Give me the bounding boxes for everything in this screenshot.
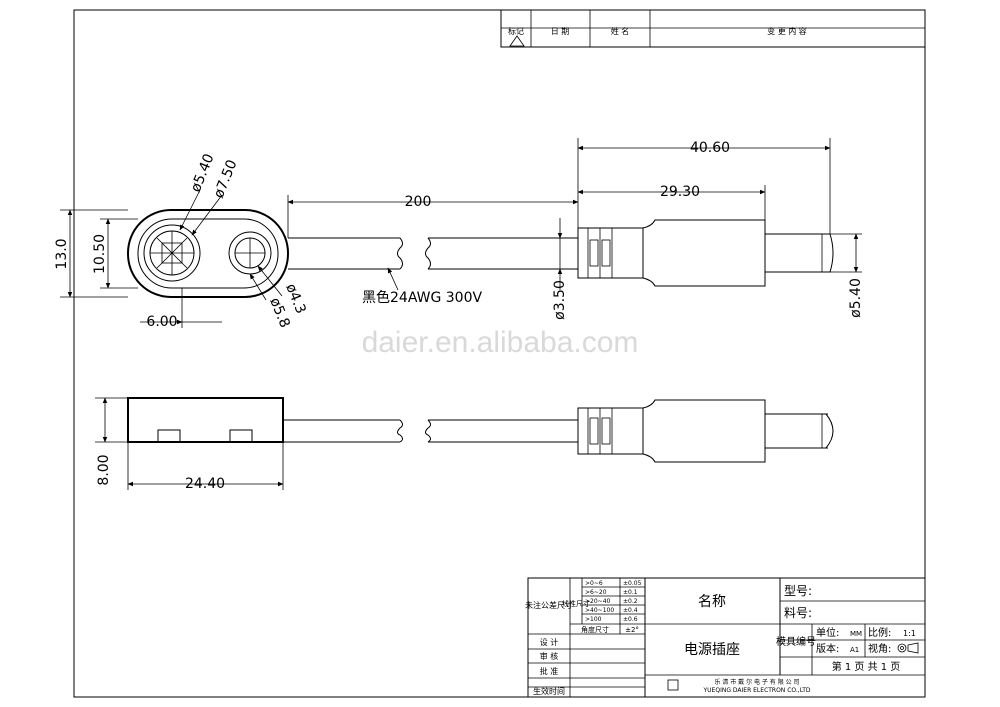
tolerance-value: ±0.4 [623,607,638,614]
scale-value: 1:1 [903,629,916,638]
revision-name-label: 姓 名 [611,26,630,36]
revision-change-label: 变 更 内 容 [767,26,807,36]
tolerance-range: >6~20 [585,589,607,596]
warning-triangle-icon [509,35,525,47]
watermark: daier.en.alibaba.com [362,326,639,359]
linear-size-header: 线性尺寸 [562,599,590,608]
plug-dimensions: 40.60 29.30 200 ø3.50 ø5.40 [287,138,864,320]
tolerance-range: >100 [585,616,602,623]
tolerance-range: >20~40 [585,598,611,605]
scale-label: 比例: [868,626,891,639]
projection-symbol-icon [897,642,919,654]
head-dimensions: 13.0 10.50 6.00 ø5.40 ø7.50 ø4.3 ø5.8 [54,152,309,330]
company-logo-icon [667,679,679,691]
dim-plug-dia: ø5.40 [848,278,864,318]
revision-date-label: 日 期 [551,27,570,36]
dim-side-height: 8.00 [96,454,112,485]
dim-cable-length: 200 [405,194,432,210]
plug-side-view [577,399,834,463]
side-dimensions: 8.00 24.40 [95,397,284,492]
dim-plug-length: 29.30 [660,184,700,200]
title-block: 未注公差尺寸 线性尺寸 >0~6 ±0.05 >6~20 ±0.1 >20~40 ±0.2… [525,577,926,698]
mold-no-label: 模具编号 [776,635,816,648]
company-name-en: YUEQING DAIER ELECTRON CO.,LTD [703,687,811,694]
dim-cable-dia: ø3.50 [552,280,568,320]
connector-head-side-view [127,397,284,443]
company-name-cn: 乐 清 市 戴 尔 电 子 有 限 公 司 [714,678,799,686]
tolerance-value: ±0.1 [623,589,638,596]
angle-tolerance: ±2° [625,626,639,634]
design-label: 设 计 [540,637,559,647]
page-count: 第 1 页 共 1 页 [832,660,901,673]
effective-date-label: 生效时间 [533,686,565,696]
unit-value: MM [850,630,862,638]
tolerance-value: ±0.6 [623,616,638,623]
revision-block: 标记 日 期 姓 名 变 更 内 容 [500,9,926,48]
cable-note: 黑色24AWG 300V [362,289,482,306]
tolerance-range: >40~100 [585,607,614,614]
review-label: 审 核 [540,651,559,661]
name-label: 名称 [698,594,726,610]
version-value: A1 [850,646,859,654]
dim-hole-dia-b: ø7.50 [211,158,241,201]
tolerance-value: ±0.2 [623,598,638,605]
cable-side-view [283,419,578,443]
tolerance-value: ±0.05 [623,580,642,587]
tolerance-range: >0~6 [585,580,603,587]
dim-height-outer: 13.0 [54,238,70,269]
plug-top-view [577,219,834,287]
version-label: 版本: [816,642,839,655]
hole-large [143,224,201,282]
dim-overall-length: 40.60 [690,140,730,156]
revision-mark-label: 标记 [508,26,524,36]
angle-label: 角度尺寸 [581,625,609,634]
approve-label: 批 准 [540,666,559,676]
cable-top-view [288,237,578,270]
connector-head-top-view [127,209,289,298]
drawing-frame [73,9,926,698]
unit-label: 单位: [816,626,839,639]
dim-height-inner: 10.50 [92,234,108,274]
view-label: 视角: [868,642,891,655]
part-name: 电源插座 [684,642,740,658]
dim-hole-spacing: 6.00 [146,314,177,330]
tolerance-header: 未注公差尺寸 [525,600,573,610]
part-no-label: 料号: [784,606,812,620]
model-label: 型号: [784,584,812,598]
dim-side-width: 24.40 [185,476,225,492]
